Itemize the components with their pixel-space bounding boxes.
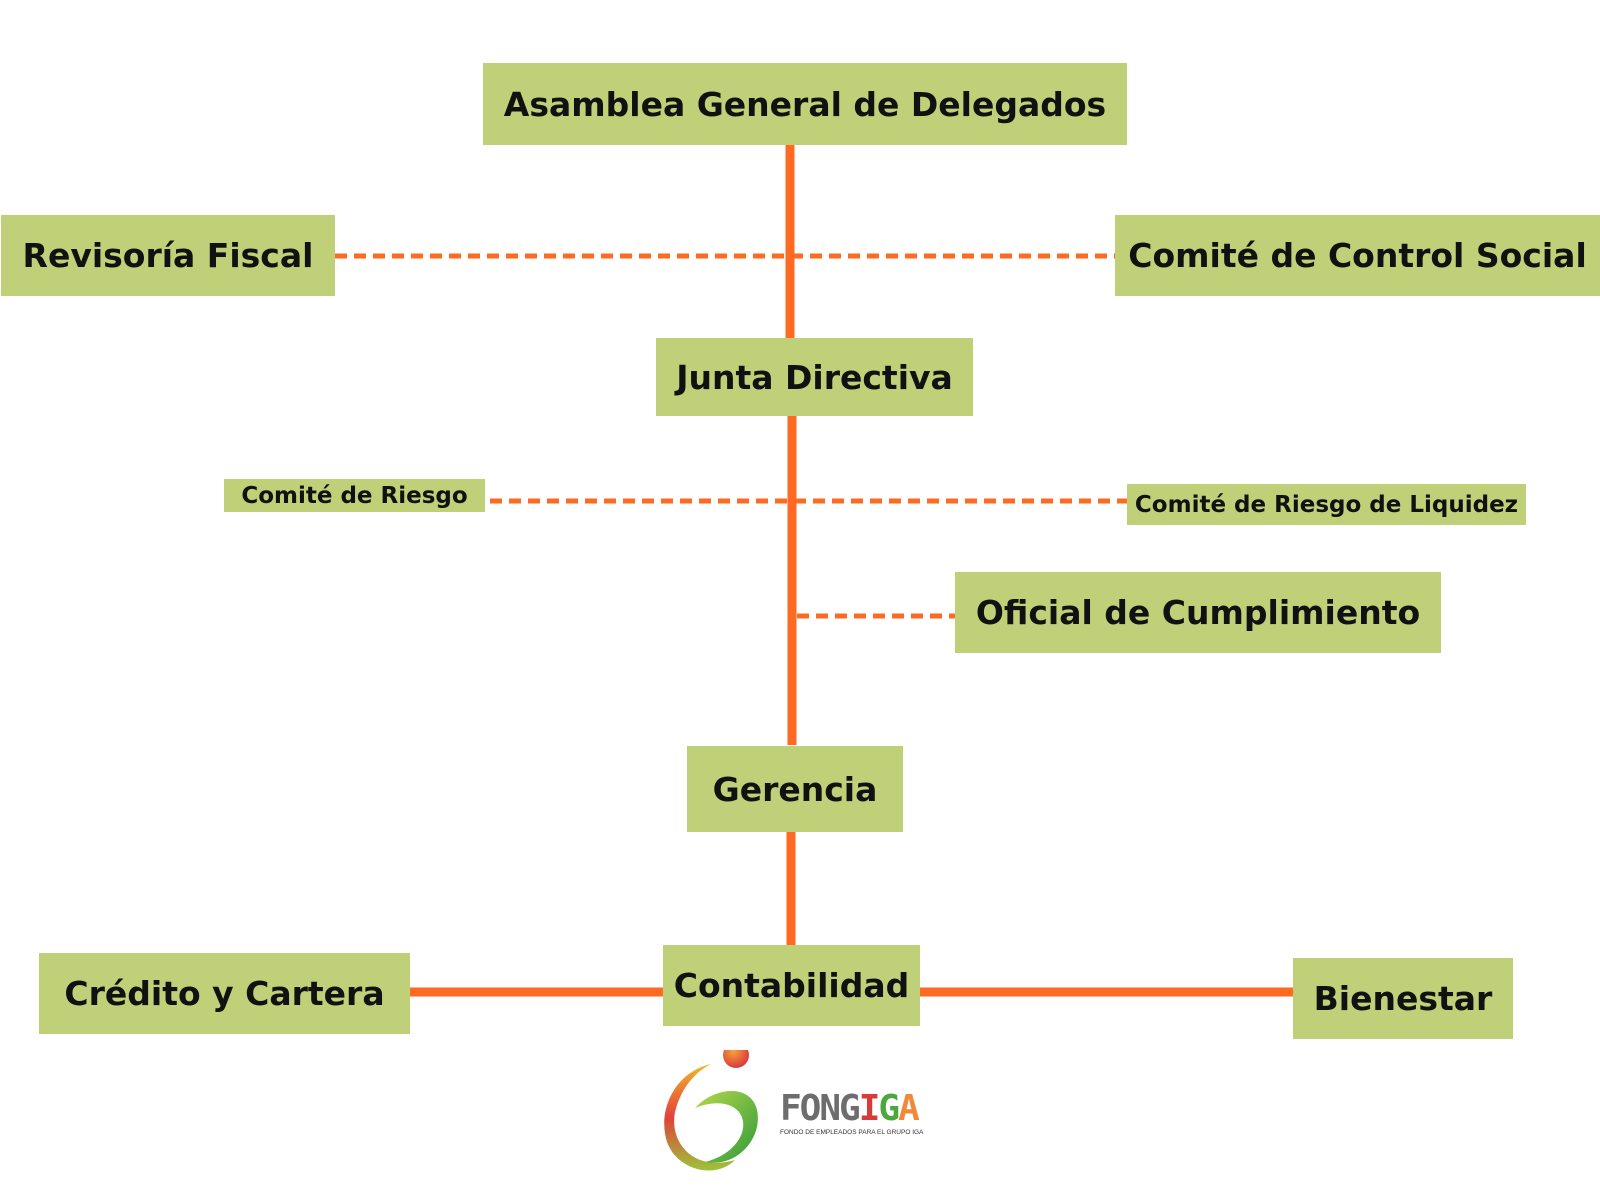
node-revisoria-label: Revisoría Fiscal	[22, 236, 314, 275]
node-riesgo-liquidez-label: Comité de Riesgo de Liquidez	[1134, 491, 1519, 518]
brand-part-i: I	[858, 1088, 881, 1129]
node-junta-label: Junta Directiva	[676, 357, 953, 397]
logo-outer-arc	[664, 1064, 735, 1171]
node-junta: Junta Directiva	[656, 338, 973, 416]
brand-tagline: FONDO DE EMPLEADOS PARA EL GRUPO IGA	[780, 1129, 924, 1136]
node-revisoria: Revisoría Fiscal	[1, 215, 335, 296]
node-bienestar: Bienestar	[1293, 958, 1513, 1039]
node-contabilidad-label: Contabilidad	[673, 966, 910, 1005]
node-gerencia-label: Gerencia	[712, 769, 878, 809]
node-control-social-label: Comité de Control Social	[1128, 236, 1587, 275]
brand-name: FONGIGA	[780, 1088, 920, 1129]
node-bienestar-label: Bienestar	[1313, 979, 1493, 1018]
brand-part-fong: FONG	[780, 1088, 861, 1129]
logo-dot	[723, 1050, 749, 1068]
node-credito: Crédito y Cartera	[39, 953, 410, 1034]
node-gerencia: Gerencia	[687, 746, 903, 832]
node-credito-label: Crédito y Cartera	[64, 974, 385, 1013]
node-control-social: Comité de Control Social	[1115, 215, 1600, 296]
node-riesgo-label: Comité de Riesgo	[241, 482, 468, 509]
node-asamblea-label: Asamblea General de Delegados	[503, 84, 1107, 124]
node-asamblea: Asamblea General de Delegados	[483, 63, 1127, 145]
node-riesgo: Comité de Riesgo	[224, 479, 485, 512]
node-oficial: Oficial de Cumplimiento	[955, 572, 1441, 653]
brand-part-a: A	[898, 1088, 920, 1129]
node-riesgo-liquidez: Comité de Riesgo de Liquidez	[1127, 484, 1526, 525]
logo-inner-arc	[695, 1091, 758, 1163]
brand-part-g: G	[878, 1088, 900, 1129]
fongiga-logo-icon	[664, 1050, 758, 1171]
node-contabilidad: Contabilidad	[663, 945, 920, 1026]
node-oficial-label: Oficial de Cumplimiento	[975, 593, 1421, 632]
